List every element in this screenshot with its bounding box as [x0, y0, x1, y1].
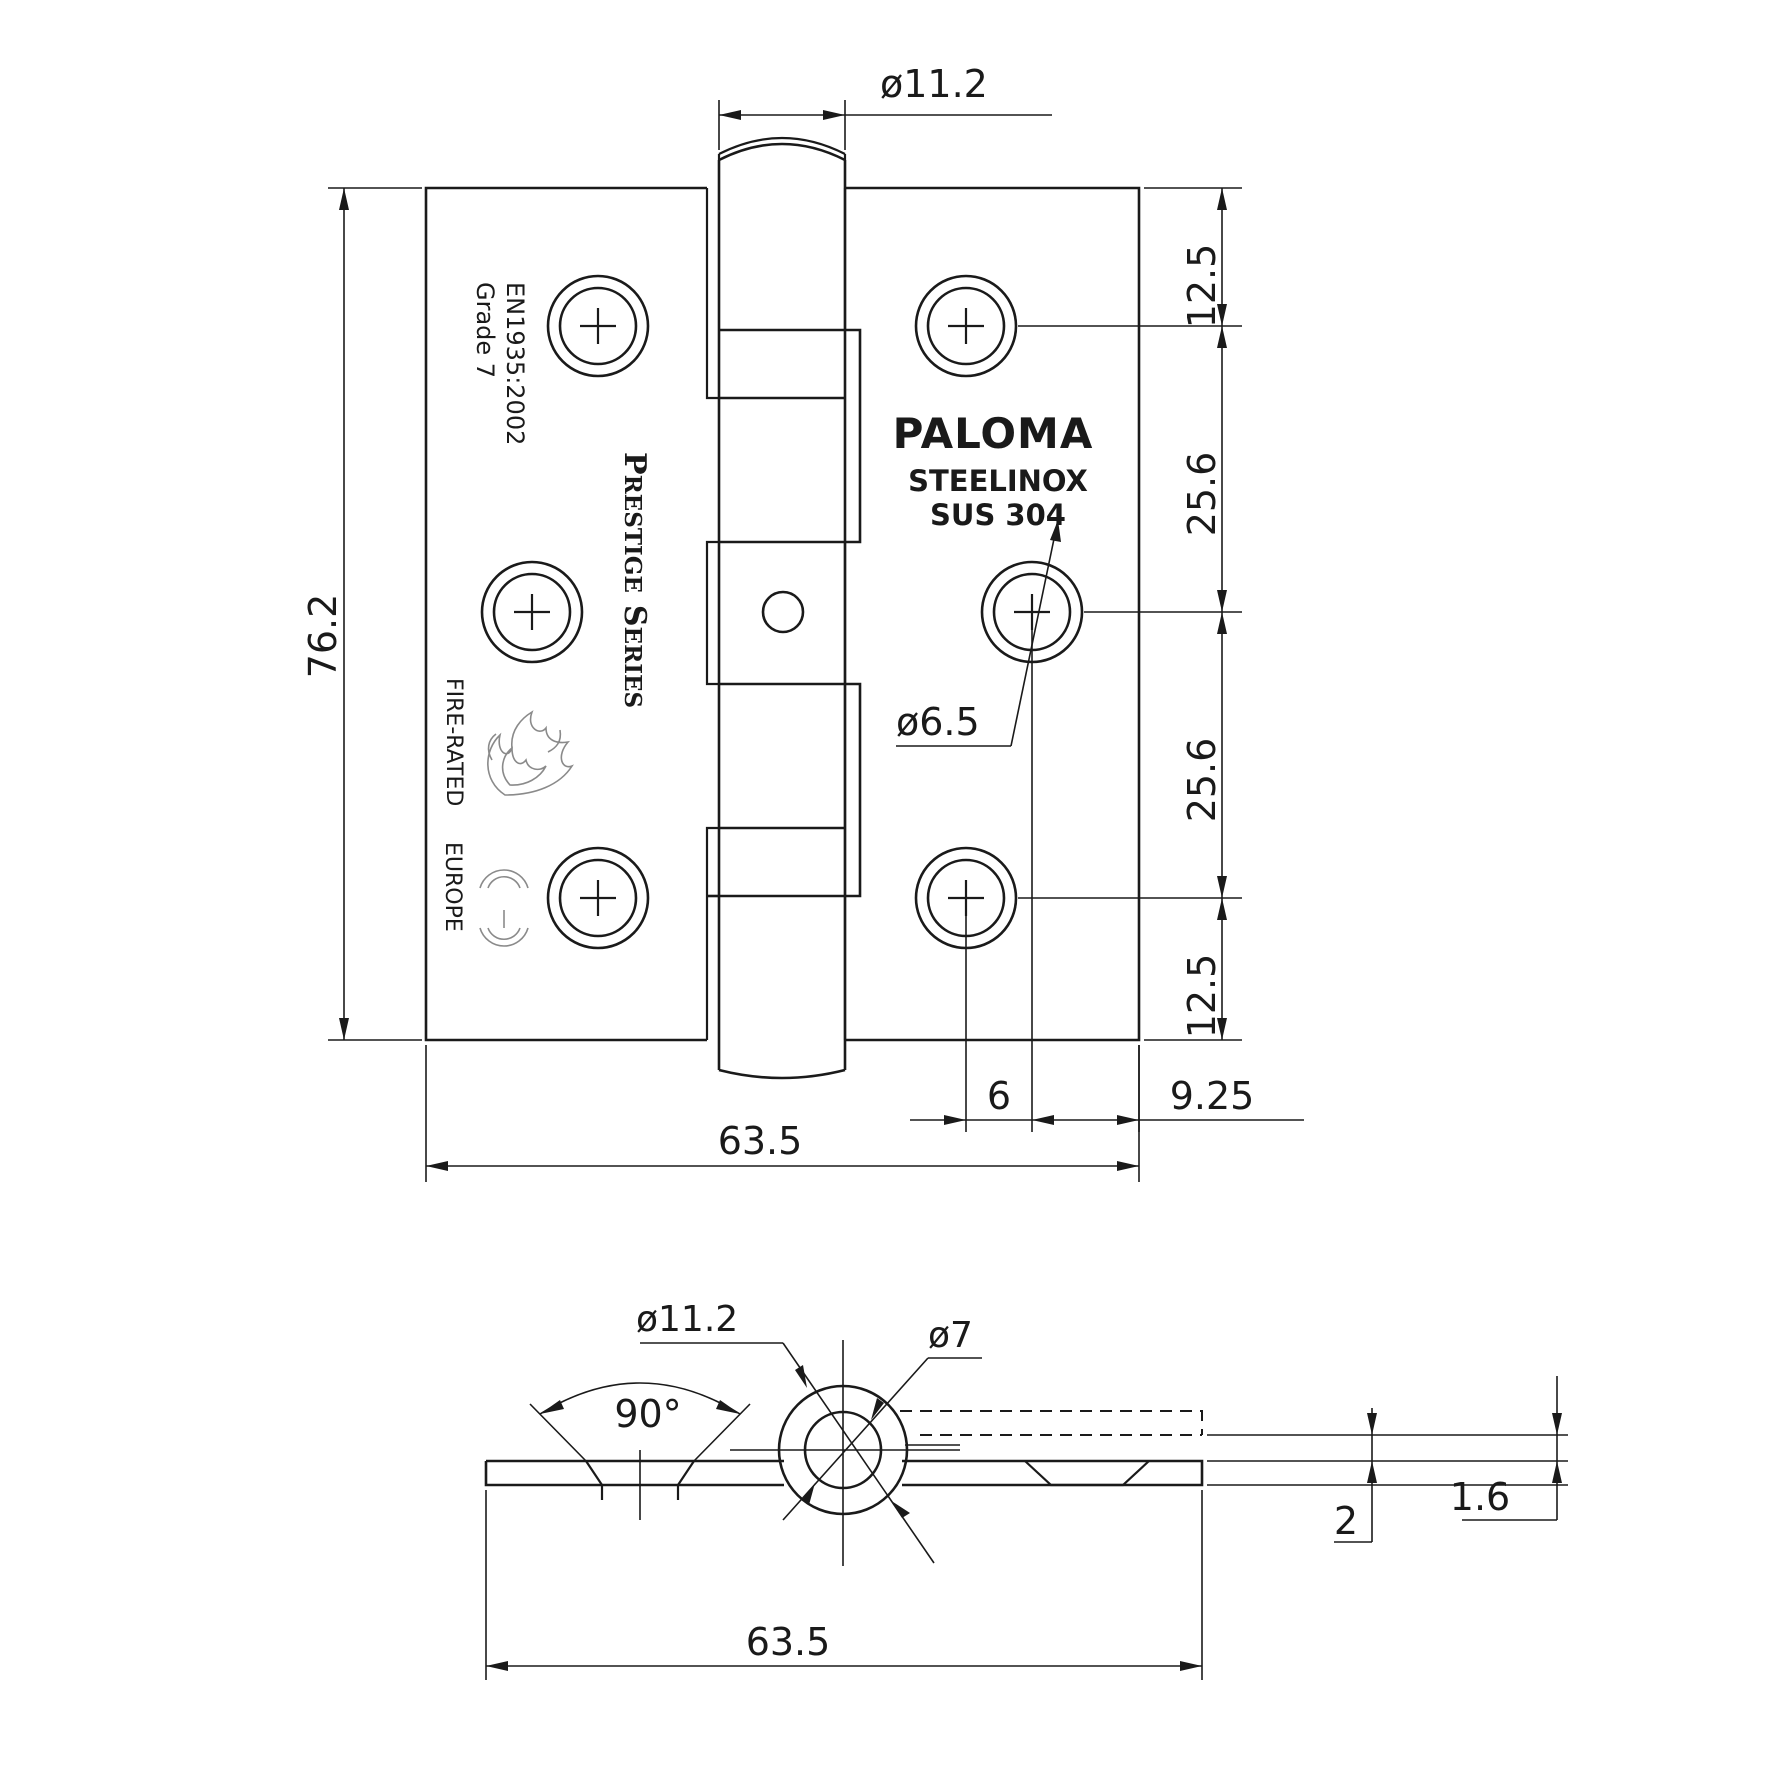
standard-line2: Grade 7 — [471, 282, 499, 378]
dim-knuckle-diameter: ø11.2 — [636, 1299, 935, 1564]
material-line1: STEELINOX — [908, 464, 1088, 498]
fire-rated-text: FIRE-RATED — [441, 678, 466, 806]
knuckle-barrel — [707, 136, 862, 1080]
dim-width-side: 63.5 — [485, 1490, 1203, 1680]
open-leaf-dashed — [900, 1410, 1203, 1446]
svg-text:12.5: 12.5 — [1180, 244, 1224, 329]
svg-text:1.6: 1.6 — [1450, 1475, 1510, 1519]
dim-hole-spacing-chain: 12.5 25.6 25.6 12.5 — [1018, 187, 1242, 1041]
material-line2: SUS 304 — [930, 498, 1066, 532]
dim-angle: 90° — [529, 1382, 751, 1462]
dim-hole-offsets: 6 9.25 — [910, 612, 1304, 1132]
right-leaf-plate — [902, 1459, 1204, 1487]
svg-text:2: 2 — [1334, 1499, 1358, 1543]
left-leaf-outline — [424, 186, 707, 1042]
svg-text:63.5: 63.5 — [718, 1119, 803, 1163]
screw-hole — [546, 274, 650, 378]
svg-text:12.5: 12.5 — [1180, 954, 1224, 1039]
svg-text:25.6: 25.6 — [1180, 738, 1224, 823]
svg-text:6: 6 — [987, 1074, 1011, 1118]
svg-text:ø7: ø7 — [928, 1315, 973, 1356]
countersink-left — [585, 1460, 695, 1486]
ce-mark-icon — [479, 869, 529, 947]
svg-text:ø11.2: ø11.2 — [636, 1299, 738, 1340]
svg-text:PRESTIGESERIES: PRESTIGESERIES — [617, 452, 652, 708]
dim-leaf-gap: 2 — [1207, 1408, 1568, 1543]
svg-text:9.25: 9.25 — [1170, 1074, 1255, 1118]
svg-text:90°: 90° — [614, 1392, 681, 1436]
svg-text:76.2: 76.2 — [301, 594, 345, 679]
screw-hole — [546, 846, 650, 950]
svg-text:63.5: 63.5 — [746, 1620, 831, 1664]
dim-pin-diameter: ø7 — [782, 1315, 982, 1521]
grub-screw — [761, 590, 805, 634]
flame-icon — [487, 710, 574, 796]
front-view: PALOMA STEELINOX SUS 304 EN1935:2002 Gra… — [301, 62, 1304, 1182]
dim-hole-diameter: ø6.5 — [896, 509, 1061, 747]
left-leaf-knuckle-edge — [705, 188, 719, 1040]
europe-text: EUROPE — [440, 842, 465, 932]
screw-hole — [914, 274, 1018, 378]
series-title: PRESTIGESERIES — [617, 452, 652, 708]
screw-hole — [480, 560, 584, 664]
dim-width-front: 63.5 — [425, 1045, 1140, 1182]
svg-text:25.6: 25.6 — [1180, 452, 1224, 537]
standard-line1: EN1935:2002 — [501, 282, 529, 445]
dim-thickness: 1.6 — [1207, 1376, 1568, 1521]
left-leaf-plate — [484, 1459, 784, 1487]
side-view: 90° ø11.2 ø7 — [484, 1299, 1568, 1680]
svg-text:ø6.5: ø6.5 — [896, 700, 980, 744]
brand-logo: PALOMA — [893, 409, 1094, 458]
right-leaf-outline — [845, 186, 1141, 1042]
dim-height: 76.2 — [301, 187, 422, 1041]
svg-text:ø11.2: ø11.2 — [880, 62, 988, 106]
dim-pin-diameter-top: ø11.2 — [718, 62, 1052, 150]
